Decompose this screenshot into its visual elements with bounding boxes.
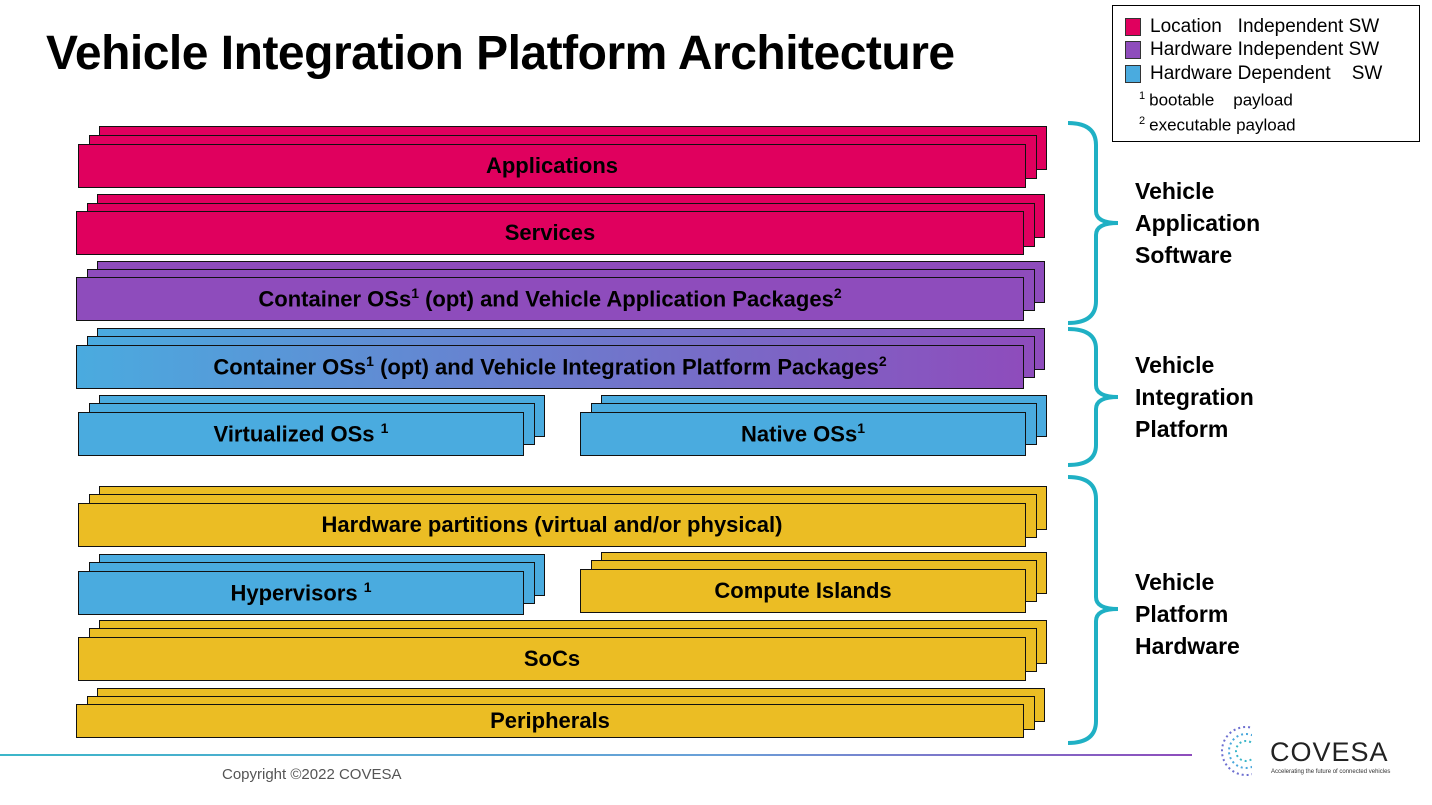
- footer-divider: [0, 754, 1192, 756]
- layer-front: Virtualized OSs 1: [78, 412, 524, 456]
- legend-label: Hardware Dependent SW: [1150, 63, 1383, 84]
- covesa-logo-text: COVESA: [1270, 737, 1389, 767]
- group-label-integration-platform: Vehicle Integration Platform: [1135, 352, 1254, 442]
- brace-integration-platform: [1067, 327, 1119, 467]
- covesa-logo-icon: [1221, 722, 1274, 780]
- legend-swatch-pink: [1125, 18, 1141, 36]
- footnote-number: 1: [1139, 90, 1146, 102]
- layer-label: SoCs: [523, 646, 581, 671]
- footnote-text: executable payload: [1149, 115, 1296, 135]
- legend-swatch-blue: [1125, 65, 1141, 83]
- layer-label: Applications: [485, 153, 618, 178]
- legend: Location Independent SW Hardware Indepen…: [1112, 5, 1420, 142]
- legend-item-hardware-dependent: Hardware Dependent SW: [1125, 63, 1382, 85]
- legend-label: Location Independent SW: [1150, 16, 1380, 37]
- brace-application-sw: [1067, 121, 1119, 325]
- brace-platform-hw: [1067, 475, 1119, 745]
- page-title: Vehicle Integration Platform Architectur…: [46, 27, 955, 80]
- footnote-text: bootable payload: [1149, 90, 1293, 110]
- layer-label: Native OSs1: [741, 420, 865, 447]
- legend-item-location-independent: Location Independent SW: [1125, 16, 1379, 38]
- layer-label: Compute Islands: [714, 578, 892, 603]
- layer-front: Hypervisors 1: [78, 571, 524, 615]
- layer-label: Peripherals: [490, 708, 610, 733]
- brace-group: [1067, 121, 1119, 745]
- layer-front: Peripherals: [76, 704, 1024, 738]
- layer-front: Services: [76, 211, 1024, 255]
- layer-front: Hardware partitions (virtual and/or phys…: [78, 503, 1026, 547]
- layer-label: Container OSs1 (opt) and Vehicle Integra…: [213, 353, 887, 380]
- group-label-platform-hardware: Vehicle Platform Hardware: [1135, 569, 1240, 659]
- layer-label: Hypervisors 1: [230, 579, 372, 606]
- covesa-logo-tagline: Accelerating the future of connected veh…: [1271, 769, 1391, 775]
- legend-item-hardware-independent: Hardware Independent SW: [1125, 39, 1379, 61]
- legend-label: Hardware Independent SW: [1150, 39, 1380, 60]
- footnote-number: 2: [1139, 115, 1146, 127]
- layer-front: Container OSs1 (opt) and Vehicle Integra…: [76, 345, 1024, 389]
- copyright: Copyright ©2022 COVESA: [222, 766, 402, 783]
- group-label-application-software: Vehicle Application Software: [1135, 178, 1261, 268]
- layer-front: Container OSs1 (opt) and Vehicle Applica…: [76, 277, 1024, 321]
- legend-swatch-purple: [1125, 41, 1141, 59]
- layer-label: Container OSs1 (opt) and Vehicle Applica…: [258, 285, 842, 312]
- layer-label: Services: [504, 220, 596, 245]
- layer-label: Hardware partitions (virtual and/or phys…: [321, 512, 783, 537]
- layer-label: Virtualized OSs 1: [213, 420, 389, 447]
- layer-front: Applications: [78, 144, 1026, 188]
- layer-front: Compute Islands: [580, 569, 1026, 613]
- layer-front: Native OSs1: [580, 412, 1026, 456]
- layer-front: SoCs: [78, 637, 1026, 681]
